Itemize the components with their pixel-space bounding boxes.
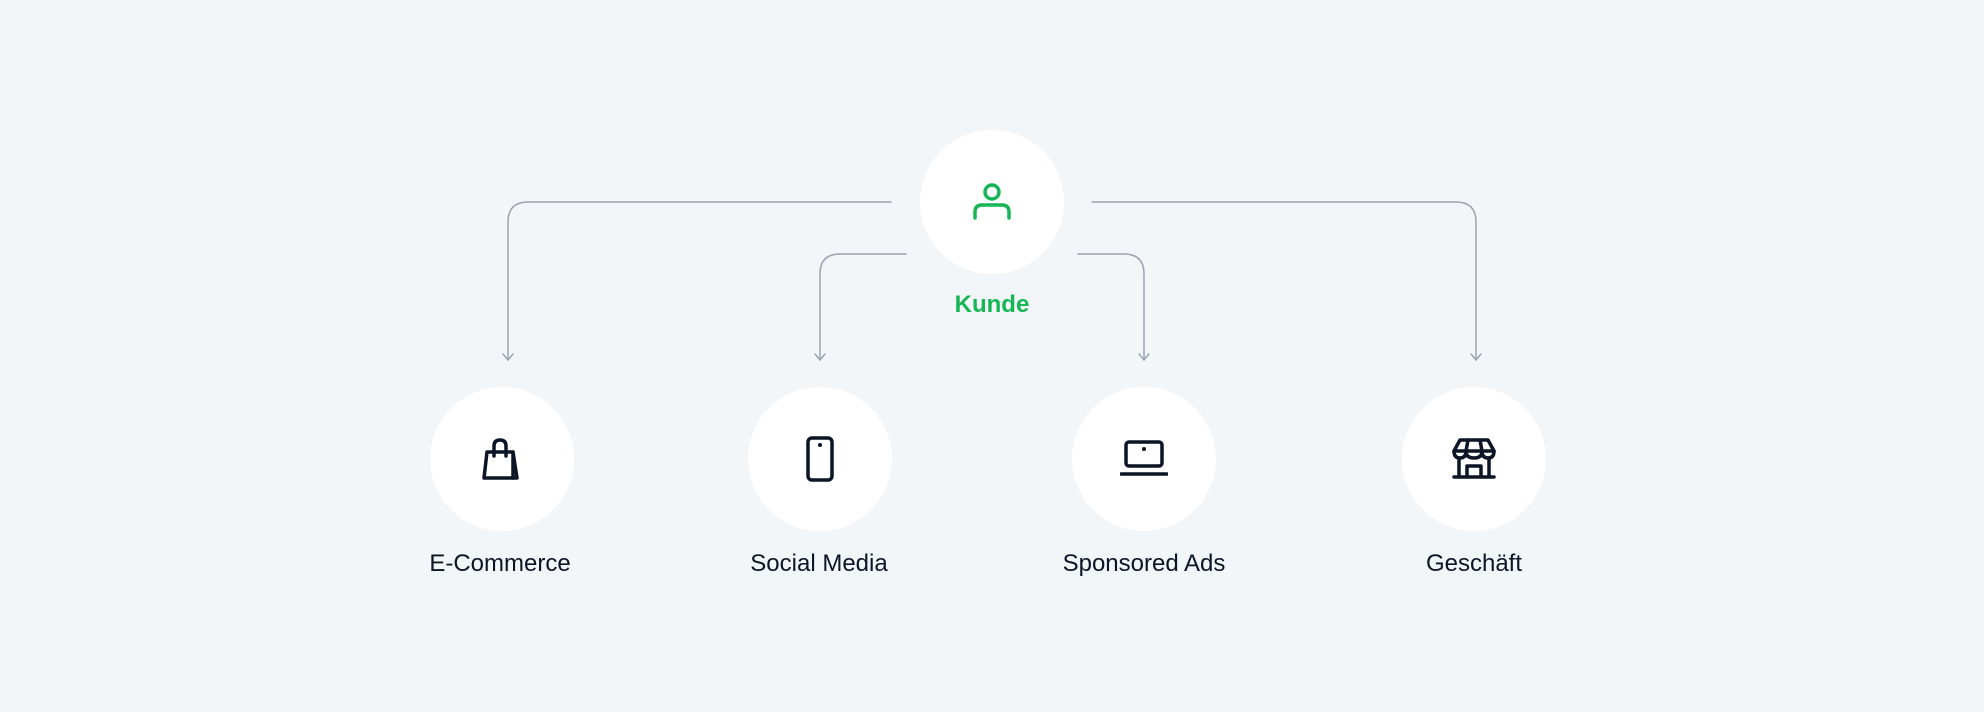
channel-node-sponsored-ads [1072, 387, 1216, 531]
channel-node-geschaeft [1402, 387, 1546, 531]
smartphone-icon [806, 436, 834, 482]
connector-social-media [819, 253, 907, 361]
channel-label-geschaeft: Geschäft [1425, 550, 1523, 577]
connector-e-commerce [507, 201, 892, 361]
storefront-icon [1452, 438, 1496, 479]
connector-geschaeft [1091, 201, 1477, 361]
channel-node-e-commerce [430, 387, 574, 531]
customer-node [920, 130, 1064, 274]
channel-label-e-commerce: E-Commerce [429, 550, 571, 577]
shopping-bag-icon [482, 438, 519, 480]
customer-label: Kunde [954, 291, 1030, 318]
person-icon [973, 183, 1011, 220]
channel-label-social-media: Social Media [750, 550, 888, 577]
arrowhead-social-media [814, 353, 826, 361]
laptop-icon [1120, 440, 1168, 476]
arrowhead-sponsored-ads [1138, 353, 1150, 361]
channel-node-social-media [748, 387, 892, 531]
arrowhead-geschaeft [1470, 353, 1482, 361]
connector-sponsored-ads [1077, 253, 1145, 361]
arrowhead-e-commerce [502, 353, 514, 361]
channel-label-sponsored-ads: Sponsored Ads [1062, 550, 1226, 577]
